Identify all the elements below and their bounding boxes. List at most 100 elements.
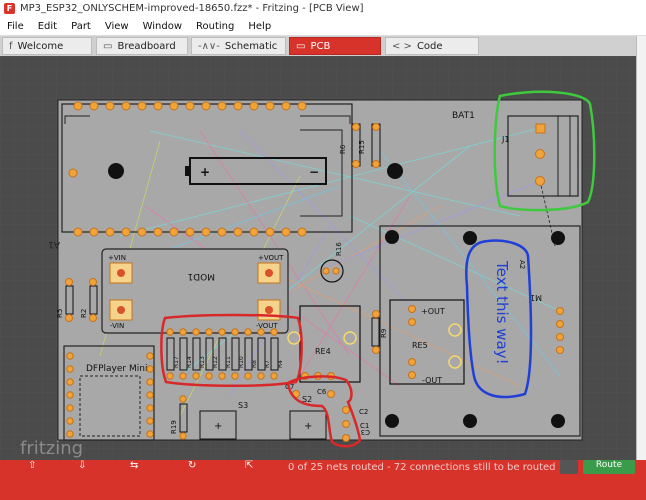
label-j1: J1 bbox=[501, 135, 509, 144]
fritzing-watermark: fritzing bbox=[20, 438, 83, 459]
menu-part[interactable]: Part bbox=[71, 20, 91, 32]
tab-welcome[interactable]: f Welcome bbox=[2, 37, 92, 55]
label-c1: C1 bbox=[360, 422, 369, 430]
label-a2: A2 bbox=[518, 260, 526, 269]
tab-pcb-label: PCB bbox=[310, 40, 331, 52]
battery-minus-label: − bbox=[309, 165, 319, 179]
label-re5: RE5 bbox=[412, 341, 428, 350]
label-r-row-2: R14 bbox=[186, 356, 193, 368]
relay-re4[interactable] bbox=[299, 305, 361, 383]
routing-status: 0 of 25 nets routed - 72 connections sti… bbox=[288, 462, 556, 473]
tab-welcome-label: Welcome bbox=[17, 40, 64, 52]
switch-s3[interactable] bbox=[199, 410, 237, 440]
window-titlebar: F MP3_ESP32_ONLYSCHEM-improved-18650.fzz… bbox=[0, 0, 646, 17]
label-mod1: MOD1 bbox=[187, 271, 215, 281]
label-c2: C2 bbox=[359, 408, 368, 416]
mount-hole bbox=[108, 163, 124, 179]
module-a2[interactable] bbox=[379, 225, 581, 437]
label-c6: C6 bbox=[317, 388, 327, 396]
pcb-drawing: A1 + − BAT1 R15 R6 J1 +VIN -VIN bbox=[0, 56, 636, 460]
label-bat1: BAT1 bbox=[452, 111, 475, 121]
label-r19: R19 bbox=[170, 420, 178, 434]
layer-icon[interactable]: ⇆ bbox=[130, 460, 139, 471]
label-r-row-8: R7 bbox=[264, 360, 271, 368]
menu-bar: File Edit Part View Window Routing Help bbox=[0, 17, 646, 36]
tab-code-label: Code bbox=[416, 40, 443, 52]
label-r16: R16 bbox=[335, 242, 343, 256]
route-dropdown-button[interactable] bbox=[560, 460, 578, 474]
label-r-row-9: R4 bbox=[277, 360, 284, 368]
label-a1: A1 bbox=[48, 239, 60, 249]
blue-annotation-circle bbox=[465, 239, 533, 399]
schematic-icon: -∧∨- bbox=[198, 40, 220, 52]
label-vin-plus: +VIN bbox=[108, 254, 126, 262]
autoroute-label: Route bbox=[595, 460, 623, 470]
label-s2: S2 bbox=[302, 395, 312, 404]
menu-file[interactable]: File bbox=[7, 20, 24, 32]
label-r-row-5: R11 bbox=[225, 356, 232, 368]
autoroute-button[interactable]: Route bbox=[583, 460, 635, 474]
export-icon[interactable]: ⇱ bbox=[245, 460, 254, 471]
red-annotation-circle-capacitors bbox=[286, 375, 362, 448]
breadboard-icon: ▭ bbox=[103, 40, 113, 52]
menu-routing[interactable]: Routing bbox=[196, 20, 235, 32]
esp32-top-pins bbox=[73, 101, 307, 111]
green-annotation-circle bbox=[493, 90, 596, 212]
tab-code[interactable]: < > Code bbox=[385, 37, 479, 55]
label-c3: C3 bbox=[361, 428, 370, 436]
connector-j1[interactable] bbox=[507, 115, 579, 197]
label-r-row-1: R17 bbox=[173, 356, 180, 368]
esp32-bottom-pins bbox=[73, 227, 307, 237]
label-r2: R2 bbox=[80, 309, 88, 318]
label-dfplayer: DFPlayer Mini bbox=[86, 364, 147, 374]
welcome-icon: f bbox=[9, 40, 13, 52]
tab-breadboard-label: Breadboard bbox=[117, 40, 176, 52]
label-r-row-3: R13 bbox=[199, 356, 206, 368]
label-r6: R6 bbox=[339, 144, 347, 154]
rotate-icon[interactable]: ↻ bbox=[188, 460, 197, 471]
label-r-row-4: R12 bbox=[212, 356, 219, 368]
amp-output-block[interactable] bbox=[389, 299, 465, 385]
label-r9: R9 bbox=[380, 329, 388, 338]
label-r-row-6: R10 bbox=[238, 356, 245, 368]
label-r5: R5 bbox=[56, 309, 64, 318]
dfplayer-module[interactable] bbox=[63, 345, 155, 441]
share-icon[interactable]: ⇧ bbox=[28, 460, 37, 471]
tab-breadboard[interactable]: ▭ Breadboard bbox=[96, 37, 188, 55]
view-tab-bar: f Welcome ▭ Breadboard -∧∨- Schematic ▭ … bbox=[0, 36, 646, 56]
menu-window[interactable]: Window bbox=[142, 20, 183, 32]
label-s3: S3 bbox=[238, 401, 248, 410]
red-annotation-circle-resistors bbox=[160, 313, 303, 388]
label-r15: R15 bbox=[358, 140, 366, 154]
inspector-panel-strip[interactable] bbox=[636, 36, 646, 460]
menu-view[interactable]: View bbox=[104, 20, 129, 32]
label-out-minus: -OUT bbox=[422, 376, 442, 385]
code-icon: < > bbox=[392, 40, 412, 52]
fritzing-app-icon: F bbox=[4, 3, 15, 14]
pcb-icon: ▭ bbox=[296, 40, 306, 52]
pcb-canvas[interactable]: A1 + − BAT1 R15 R6 J1 +VIN -VIN bbox=[0, 56, 636, 460]
label-vout-minus: -VOUT bbox=[256, 322, 278, 330]
label-r-row-7: R8 bbox=[251, 360, 258, 368]
label-out-plus: +OUT bbox=[421, 307, 445, 316]
switch-s3-plus: + bbox=[214, 421, 222, 432]
tab-pcb[interactable]: ▭ PCB bbox=[289, 37, 381, 55]
switch-s2[interactable] bbox=[289, 410, 327, 440]
tab-schematic[interactable]: -∧∨- Schematic bbox=[191, 37, 286, 55]
mount-hole bbox=[387, 163, 403, 179]
switch-s2-plus: + bbox=[304, 421, 312, 432]
download-icon[interactable]: ⇩ bbox=[78, 460, 87, 471]
label-vout-plus: +VOUT bbox=[258, 254, 284, 262]
battery-plus-label: + bbox=[200, 165, 210, 179]
transistor-q[interactable] bbox=[320, 259, 344, 283]
menu-help[interactable]: Help bbox=[248, 20, 272, 32]
bottom-toolbar: ⇧ ⇩ ⇆ ↻ ⇱ 0 of 25 nets routed - 72 conne… bbox=[0, 460, 646, 500]
window-title: MP3_ESP32_ONLYSCHEM-improved-18650.fzz* … bbox=[20, 3, 364, 14]
label-re4: RE4 bbox=[315, 347, 331, 356]
label-m1: M1 bbox=[530, 293, 542, 302]
label-vin-minus: -VIN bbox=[110, 322, 124, 330]
annotation-text: Text this way! bbox=[493, 260, 511, 365]
menu-edit[interactable]: Edit bbox=[37, 20, 58, 32]
resistor-row bbox=[166, 337, 279, 371]
tab-schematic-label: Schematic bbox=[224, 40, 278, 52]
